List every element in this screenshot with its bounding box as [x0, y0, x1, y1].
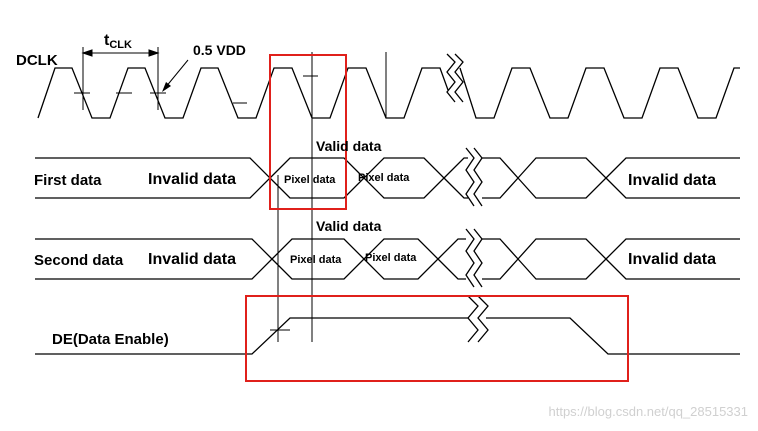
dclk-waveform: [37, 67, 449, 119]
watermark: https://blog.csdn.net/qq_28515331: [549, 404, 749, 419]
second-pixel-data-a: Pixel data: [290, 254, 342, 266]
first-data-label: First data: [34, 172, 102, 189]
first-valid-data: Valid data: [316, 138, 382, 154]
dclk-label: DCLK: [16, 52, 58, 69]
second-data-waveform: [35, 238, 740, 280]
vdd-label: 0.5 VDD: [193, 42, 246, 58]
dclk-waveform-right: [459, 67, 740, 119]
vdd-arrow: [162, 59, 189, 92]
highlight-box-clock-sample: [269, 54, 347, 210]
vdd-ticks: [74, 75, 318, 104]
first-data-break-mark: [465, 147, 483, 207]
second-invalid-right: Invalid data: [628, 251, 716, 268]
first-invalid-right: Invalid data: [628, 172, 716, 189]
first-pixel-data-a: Pixel data: [284, 174, 336, 186]
de-label: DE(Data Enable): [52, 331, 169, 348]
second-data-break-mark: [465, 228, 483, 288]
reference-lines: [277, 52, 387, 342]
second-data-label: Second data: [34, 252, 124, 269]
second-valid-data: Valid data: [316, 218, 382, 234]
first-pixel-data-b: Pixel data: [358, 172, 410, 184]
second-pixel-data-b: Pixel data: [365, 252, 417, 264]
dclk-break-mark: [446, 53, 464, 103]
tclk-dimension: [81, 47, 160, 110]
first-invalid-left: Invalid data: [148, 171, 236, 188]
de-break-mark: [467, 295, 489, 343]
highlight-box-de: [245, 295, 629, 382]
second-invalid-left: Invalid data: [148, 251, 236, 268]
tclk-label: tCLK: [104, 32, 132, 51]
